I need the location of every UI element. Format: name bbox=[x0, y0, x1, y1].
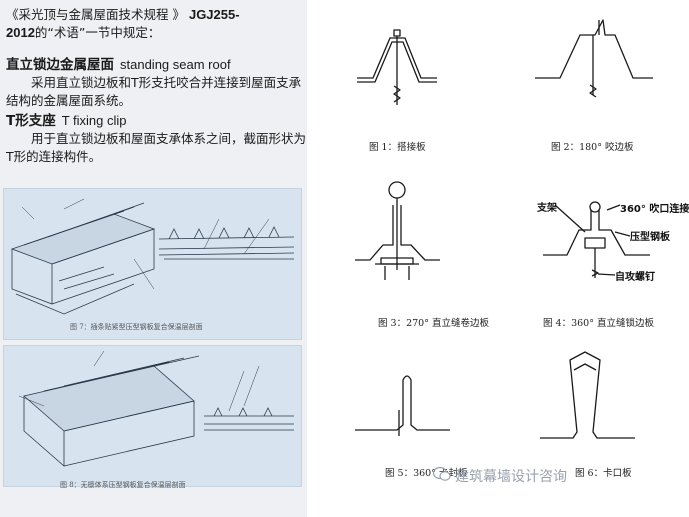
photo-caption-1: 图 7：插条贴紧型压型钢板复合保温层剖面 bbox=[70, 323, 203, 331]
fig4-label-bracket: 支架 bbox=[537, 203, 557, 214]
photo-caption-2: 图 8：无檩体系压型钢板复合保温层剖面 bbox=[60, 481, 186, 489]
term2-definition: 用于直立锁边板和屋面支承体系之间，截面形状为T形的连接构件。 bbox=[6, 131, 307, 164]
fig4-label-screw: 自攻螺钉 bbox=[615, 272, 655, 283]
fig6-caption: 图 6：卡口板 bbox=[575, 468, 632, 479]
intro-line-2: 2012的“术语”一节中规定： bbox=[6, 25, 161, 40]
roof-section-drawing-1 bbox=[3, 188, 302, 340]
fig5-caption: 图 5：360° 卡封板 bbox=[385, 468, 468, 479]
fig1-caption: 图 1：搭接板 bbox=[369, 142, 426, 153]
roof-drawing-1-svg bbox=[10, 198, 295, 315]
roof-drawing-2-svg bbox=[18, 350, 294, 467]
watermark-text: 建筑幕墙设计咨询 bbox=[455, 469, 567, 485]
fig5-360-clip-seam-drawing bbox=[355, 375, 450, 436]
fig4-label-sheet: 压型钢板 bbox=[630, 232, 670, 243]
fig2-180-seam-drawing bbox=[535, 19, 653, 98]
fig3-270-seam-drawing bbox=[355, 181, 440, 280]
term1-definition: 采用直立锁边板和T形支托咬合并连接到屋面支承结构的金属屋面系统。 bbox=[6, 75, 302, 108]
fig4-caption: 图 4：360° 直立缝锁边板 bbox=[543, 318, 654, 329]
fig6-snap-seam-drawing bbox=[540, 351, 635, 439]
seam-type-figures bbox=[355, 19, 653, 439]
fig4-label-seam: 360° 吹口连接 bbox=[620, 204, 689, 215]
fig3-caption: 图 3：270° 直立缝卷边板 bbox=[378, 318, 489, 329]
fig1-lap-joint-drawing bbox=[357, 29, 437, 105]
fig2-caption: 图 2：180° 咬边板 bbox=[551, 142, 634, 153]
intro-line-1: 《采光顶与金属屋面技术规程 》 JGJ255- bbox=[6, 7, 240, 22]
roof-section-drawing-2 bbox=[3, 345, 302, 487]
term-definition-text: 《采光顶与金属屋面技术规程 》 JGJ255- 2012的“术语”一节中规定： … bbox=[6, 6, 306, 166]
fig4-360-seam-drawing bbox=[543, 201, 650, 278]
wechat-icon bbox=[432, 466, 451, 481]
